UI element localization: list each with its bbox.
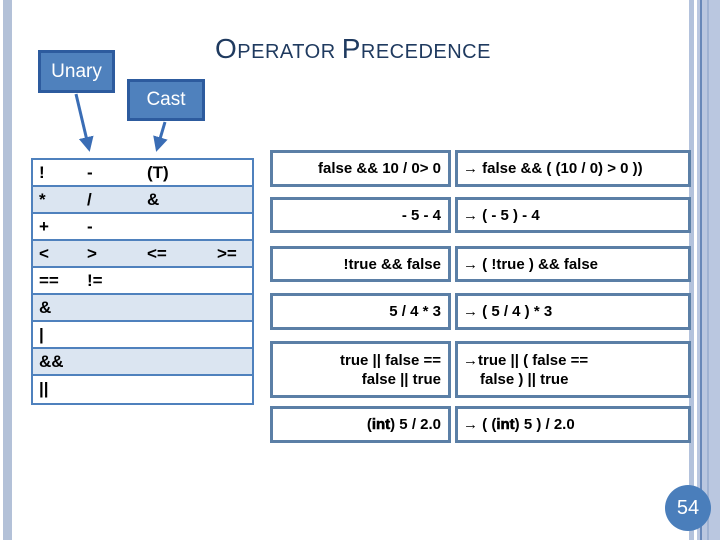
example-result-text: → ( 5 / 4 ) * 3 [463,303,553,320]
cast-arrow [153,121,168,152]
example-input-box: !true && false [270,246,451,282]
example-input-text: false && 10 / 0> 0 [318,160,441,177]
example-input-box: 5 / 4 * 3 [270,293,451,330]
operator-row: || [33,376,252,403]
example-result-box: → ( - 5 ) - 4 [455,197,691,233]
operator-row: | [33,322,252,349]
example-result-text: → false && ( (10 / 0) > 0 )) [463,160,643,177]
page-title: OPERATOR PRECEDENCE [0,33,706,65]
operator-row: == != [33,268,252,295]
operator-cell: & [147,190,160,209]
operator-cell: != [87,271,103,290]
operator-cell: - [87,217,93,236]
example-input-box: (int) 5 / 2.0 [270,406,451,443]
example-input-box: false && 10 / 0> 0 [270,150,451,187]
example-input-text: !true && false [343,255,441,273]
cast-callout-label: Cast [146,89,186,110]
page-number: 54 [676,496,700,519]
operator-row: & [33,295,252,322]
example-input-text: (int) 5 / 2.0 [366,416,441,434]
example-result-box: → false && ( (10 / 0) > 0 )) [455,150,691,187]
title-initial-1: O [215,33,238,64]
example-result-box: → ( 5 / 4 ) * 3 [455,293,691,330]
operator-row: +- [33,214,252,241]
operator-precedence-table: !-(T) */& +- <><=>= ==!= & | && || [31,158,254,405]
unary-arrow [74,93,94,152]
operator-cell: >= [217,244,237,263]
title-initial-2: P [341,33,361,64]
operator-cell: && [39,352,64,371]
operator-cell: <= [147,244,167,263]
operator-cell: * [39,190,46,209]
right-edge-stripe-line2 [707,0,709,540]
example-result-box: →true || ( false ==false ) || true [455,341,691,398]
unary-callout-label: Unary [51,60,102,82]
operator-cell: / [87,190,92,209]
example-input-text: true || false ==false || true [340,351,441,388]
operator-cell: < [39,244,49,263]
example-result-text: → ( !true ) && false [463,255,599,273]
operator-row: * / & [33,187,252,214]
operator-cell: == [39,271,59,290]
example-result-text: →true || ( false ==false ) || true [463,351,589,388]
title-rest-2: RECEDENCE [360,41,491,63]
cast-callout: Cast [127,79,205,121]
operator-row: < > <= >= [33,241,252,268]
example-result-text: → ( - 5 ) - 4 [463,206,540,224]
example-result-box: → ( (int) 5 ) / 2.0 [455,406,691,443]
page-number-badge: 54 [665,485,711,531]
operator-cell: & [39,298,52,317]
operator-row: ! - (T) [33,160,252,187]
example-input-text: - 5 - 4 [401,206,441,224]
right-edge-stripe-line [700,0,702,540]
operator-cell: - [87,163,93,182]
operator-cell: + [39,217,49,236]
operator-cell: (T) [147,163,169,182]
right-edge-stripe-thin [689,0,694,540]
example-result-text: → ( (int) 5 ) / 2.0 [463,416,575,434]
left-edge-stripe [3,0,12,540]
title-rest-1: PERATOR [237,41,336,63]
example-input-box: true || false ==false || true [270,341,451,398]
example-input-box: - 5 - 4 [270,197,451,233]
operator-cell: ! [39,163,45,182]
operator-row: && [33,349,252,376]
unary-callout: Unary [38,50,115,93]
operator-cell: | [39,325,44,344]
example-input-text: 5 / 4 * 3 [389,303,441,320]
operator-cell: > [87,244,97,263]
example-result-box: → ( !true ) && false [455,246,691,282]
operator-cell: || [39,379,49,398]
